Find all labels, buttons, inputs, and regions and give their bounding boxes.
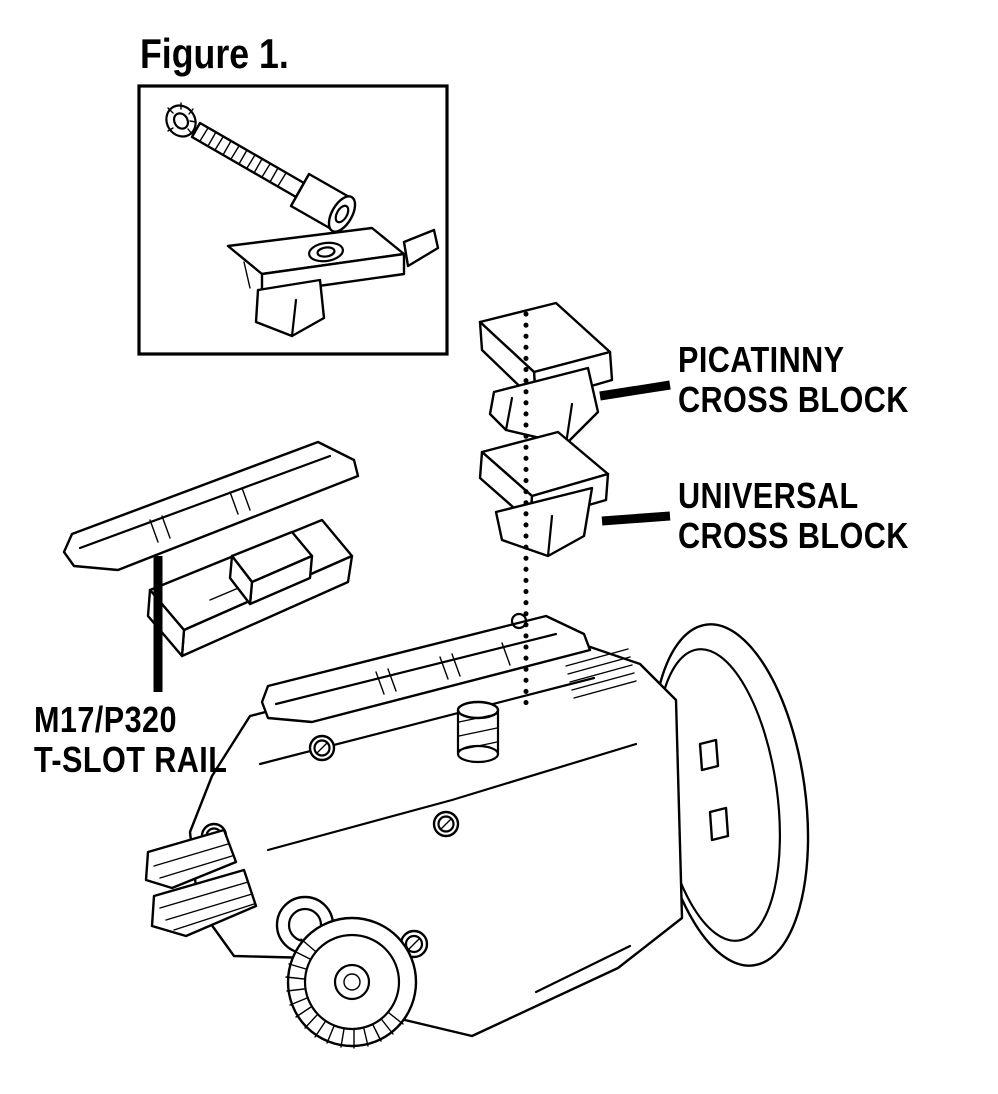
label-universal-line1: UNIVERSAL [678,475,859,516]
figure-title: Figure 1. [140,30,289,77]
universal-cross-block-drawing [478,430,610,558]
picatinny-cross-block-drawing [478,301,614,446]
label-picatinny-cross-block: PICATINNY CROSS BLOCK [678,340,909,420]
label-t-slot-line1: M17/P320 [34,699,177,740]
device-rail-drawing [260,612,592,724]
label-t-slot-rail: M17/P320 T-SLOT RAIL [34,700,227,780]
label-picatinny-line2: CROSS BLOCK [678,379,909,420]
label-t-slot-line2: T-SLOT RAIL [34,739,228,780]
leader-line-picatinny [599,380,671,401]
inset-cross-block-drawing [226,226,440,338]
label-universal-line2: CROSS BLOCK [678,515,909,556]
label-picatinny-line1: PICATINNY [678,339,845,380]
inset-box [137,84,449,356]
label-universal-cross-block: UNIVERSAL CROSS BLOCK [678,476,909,556]
engraving-marks [565,648,637,699]
activation-paddles-drawing [144,828,258,938]
lock-washer-drawing [165,102,197,138]
weapon-light-body-drawing [144,612,810,1049]
clamp-spring-screw-drawing [456,700,500,764]
rail-mount-plate-drawing [146,518,354,658]
t-slot-rail-drawing [62,440,360,572]
socket-head-screw-drawing [190,121,357,233]
rotary-knob-drawing [275,895,418,1049]
leader-line-universal [601,511,671,526]
